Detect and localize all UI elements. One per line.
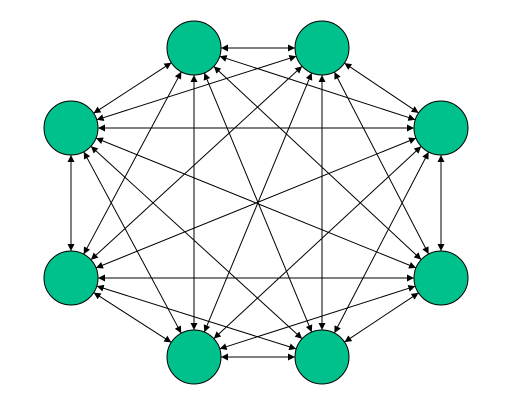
node-n8	[294, 329, 350, 385]
edge-n4-n7	[213, 146, 422, 339]
node-n6	[413, 250, 469, 306]
node-n3	[43, 100, 99, 156]
node-n1	[166, 20, 222, 76]
edge-n6-n8	[344, 292, 419, 343]
node-n4	[413, 100, 469, 156]
edge-n1-n6	[213, 66, 422, 260]
node-n5	[43, 250, 99, 306]
edge-n2-n5	[90, 65, 303, 261]
edge-n2-n6	[333, 71, 430, 255]
nodes-layer	[43, 20, 469, 385]
node-n7	[166, 329, 222, 385]
edge-n2-n4	[344, 62, 419, 114]
edge-n5-n7	[93, 292, 172, 343]
edge-n1-n5	[83, 71, 182, 255]
edge-n3-n7	[83, 151, 182, 334]
node-n2	[294, 20, 350, 76]
edge-n1-n3	[93, 62, 172, 114]
edge-n4-n8	[333, 151, 430, 334]
edge-n3-n8	[90, 145, 303, 340]
edges-layer	[67, 44, 445, 361]
